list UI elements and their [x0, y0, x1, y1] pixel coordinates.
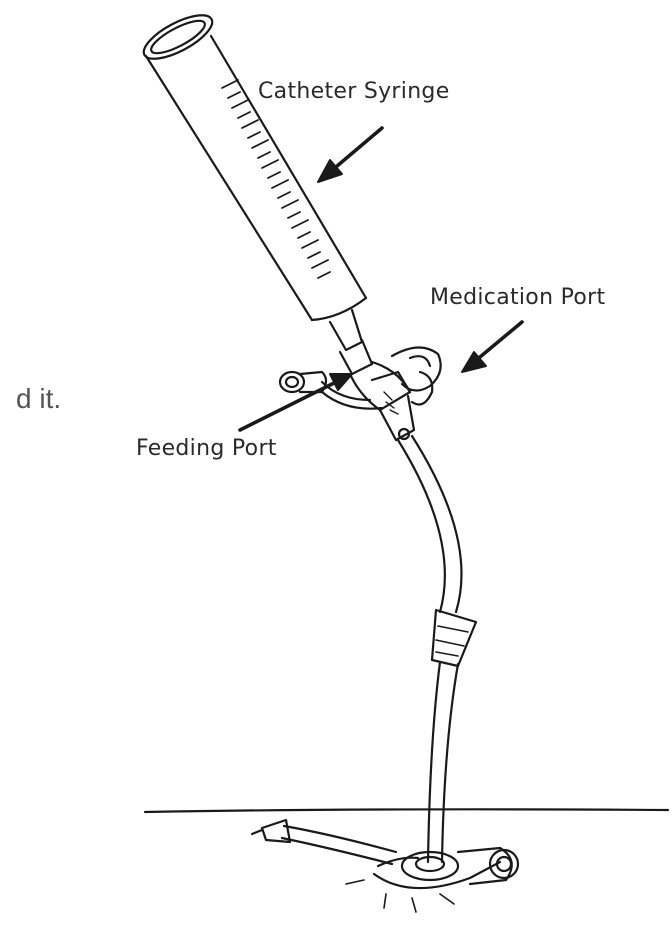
- label-feeding-port: Feeding Port: [136, 436, 277, 461]
- label-catheter-syringe: Catheter Syringe: [258, 79, 450, 104]
- arrow-feeding-port: [240, 374, 352, 430]
- catheter-syringe: [138, 7, 372, 374]
- partial-text-fragment: d it.: [16, 383, 61, 415]
- skin-line: [145, 809, 668, 812]
- label-medication-port: Medication Port: [430, 285, 605, 310]
- extension-base: [252, 820, 518, 912]
- port-hub: [280, 347, 441, 440]
- syringe-graduations: [222, 80, 330, 278]
- arrow-medication-port: [462, 322, 522, 372]
- extension-tube: [398, 436, 476, 862]
- arrows: [240, 128, 522, 430]
- arrow-catheter-syringe: [318, 128, 382, 182]
